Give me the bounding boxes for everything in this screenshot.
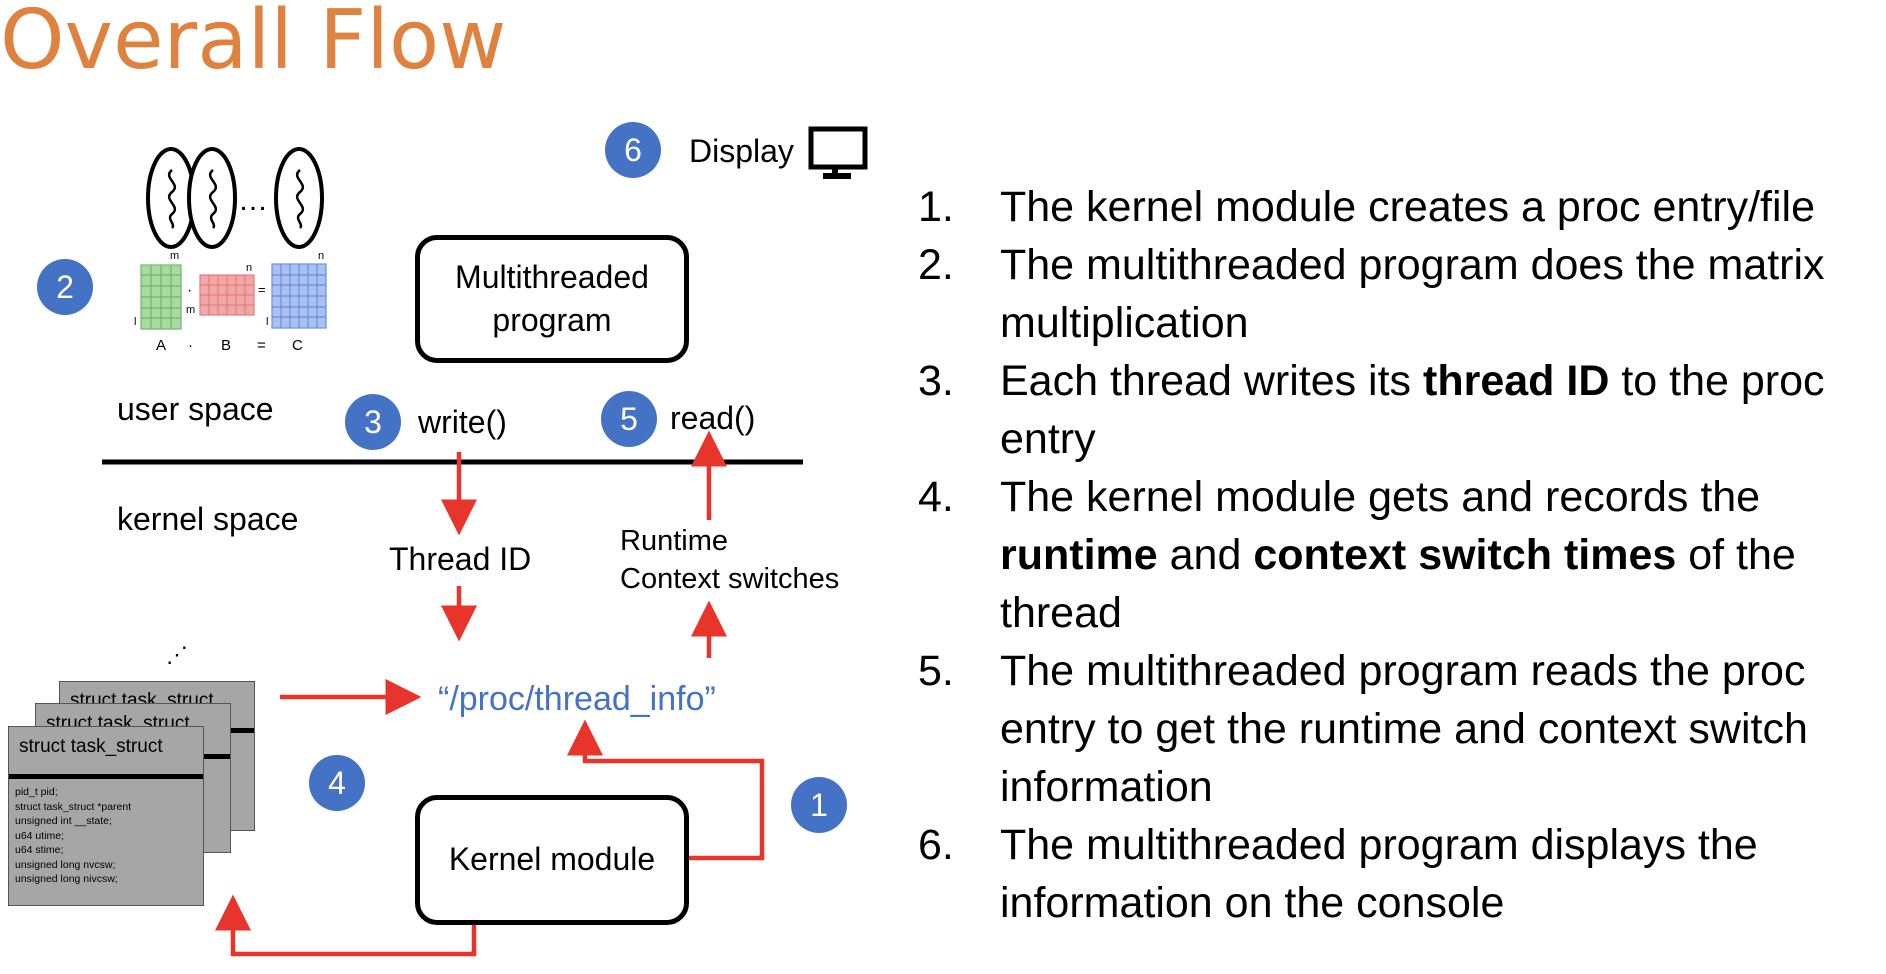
- arrow-module-to-proc: [567, 719, 765, 861]
- step-badge-4: 4: [309, 755, 365, 811]
- display-label: Display: [689, 133, 794, 169]
- thread-ellipsis: …: [238, 184, 268, 217]
- matrix-letter-a: A: [156, 337, 167, 354]
- step-text-bold: context switch times: [1253, 531, 1677, 579]
- thread-icons: [146, 147, 324, 249]
- step-number: 5.: [918, 647, 954, 695]
- slide-title: Overall Flow: [0, 0, 507, 88]
- field-nivcsw: unsigned long nivcsw;: [15, 873, 118, 885]
- matrix-letter-b: B: [221, 337, 232, 354]
- read-call-label: read(): [670, 400, 756, 436]
- field-stime: u64 stime;: [15, 844, 64, 856]
- task-struct-fields: pid_t pid; struct task_struct *parent un…: [15, 785, 131, 887]
- matrix-letter-c: C: [292, 337, 303, 354]
- step-text: The multithreaded program reads the proc…: [1000, 647, 1808, 811]
- step-text: of the thread: [1000, 531, 1796, 637]
- field-nvcsw: unsigned long nvcsw;: [15, 858, 116, 871]
- step-text: The multithreaded program does the matri…: [1000, 241, 1825, 347]
- field-utime: u64 utime;: [15, 829, 65, 842]
- multithreaded-box-line2: program: [492, 302, 612, 338]
- step-number: 2.: [918, 241, 954, 289]
- kernel-module-box: Kernel module: [415, 795, 689, 925]
- step-badge-2: 2: [37, 259, 93, 315]
- field-state: unsigned int __state;: [15, 815, 112, 827]
- field-pid: pid_t pid;: [15, 786, 58, 798]
- step-text-bold: runtime: [1000, 531, 1158, 579]
- step-item-2: 2. The multithreaded program does the mat…: [918, 236, 1878, 352]
- matrix-dim-l-a: l: [134, 316, 137, 328]
- step-item-5: 5. The multithreaded program reads the pr…: [918, 642, 1878, 816]
- matrix-dim-m-b: m: [186, 304, 196, 316]
- step-item-1: 1. The kernel module creates a proc entry…: [918, 178, 1878, 236]
- kernel-module-label: Kernel module: [448, 841, 656, 878]
- user-space-label: user space: [117, 391, 274, 427]
- step-badge-6: 6: [605, 122, 661, 178]
- task-struct-title: struct task_struct: [19, 736, 163, 757]
- matrix-dim-n-c: n: [318, 250, 325, 262]
- step-badge-5: 5: [601, 391, 657, 447]
- step-number: 1.: [918, 183, 954, 231]
- step-item-6: 6. The multithreaded program displays the…: [918, 816, 1878, 932]
- step-badge-3: 3: [345, 394, 401, 450]
- monitor-icon: [808, 126, 868, 179]
- matrix-dim-m-a: m: [170, 250, 180, 262]
- matrix-b: [199, 274, 255, 316]
- step-badge-1: 1: [791, 777, 847, 833]
- matrix-letter-dot: ·: [188, 337, 193, 354]
- matrix-letter-equals: =: [257, 337, 266, 354]
- runtime-label: Runtime: [620, 525, 728, 557]
- card-divider: [9, 774, 203, 779]
- step-text: The kernel module creates a proc entry/f…: [1000, 183, 1816, 231]
- matrix-dim-l-c: l: [266, 316, 269, 328]
- stack-dots: ⋰: [166, 642, 188, 667]
- flow-arrows: [215, 430, 765, 957]
- step-text: Each thread writes its: [1000, 357, 1424, 405]
- thread-squiggles: [167, 169, 305, 229]
- step-number: 6.: [918, 821, 954, 869]
- matrix-op-equals: =: [258, 282, 266, 297]
- matrix-c: [271, 263, 327, 329]
- step-item-4: 4. The kernel module gets and records the…: [918, 468, 1878, 642]
- step-text-bold: thread ID: [1423, 357, 1610, 405]
- proc-file-path: “/proc/thread_info”: [438, 680, 716, 718]
- step-item-3: 3. Each thread writes its thread ID to th…: [918, 352, 1878, 468]
- thread-id-label: Thread ID: [389, 541, 532, 577]
- matrix-a: [140, 264, 182, 330]
- step-text: and: [1157, 531, 1254, 579]
- field-parent: struct task_struct *parent: [15, 800, 132, 813]
- steps-list: 1. The kernel module creates a proc entry…: [918, 178, 1878, 932]
- multithreaded-box-line1: Multithreaded: [455, 258, 649, 295]
- step-text: The kernel module gets and records the: [1000, 473, 1761, 521]
- arrow-module-to-task: [215, 894, 477, 957]
- step-text: to the proc entry: [1000, 357, 1825, 463]
- multithreaded-program-box: Multithreaded program: [415, 235, 689, 363]
- step-text: The multithreaded program displays the i…: [1000, 821, 1758, 927]
- step-number: 4.: [918, 473, 954, 521]
- write-call-label: write(): [418, 404, 507, 440]
- task-struct-card-front: struct task_struct pid_t pid; struct tas…: [8, 726, 204, 906]
- matrix-op-dot: ·: [187, 282, 193, 299]
- matrix-dim-n-b: n: [246, 262, 253, 274]
- kernel-space-label: kernel space: [117, 501, 299, 537]
- context-switches-label: Context switches: [620, 563, 840, 595]
- step-number: 3.: [918, 357, 954, 405]
